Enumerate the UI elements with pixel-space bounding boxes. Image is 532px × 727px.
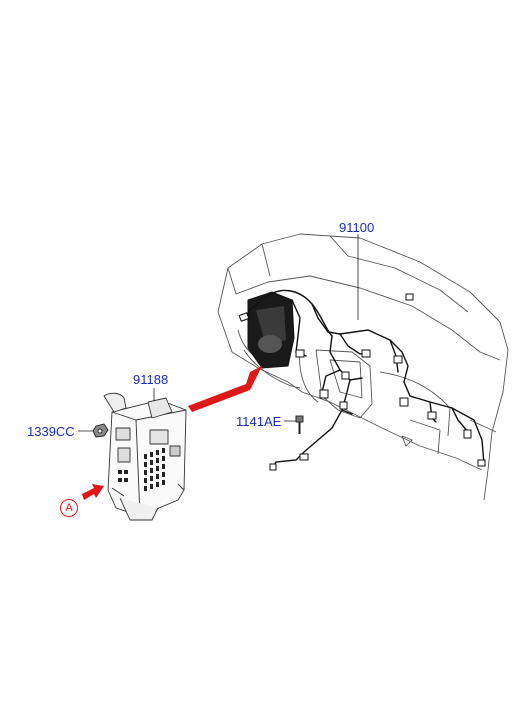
harness-connectors — [238, 293, 486, 471]
callout-1339cc: 1339CC — [27, 424, 75, 439]
callout-91100: 91100 — [339, 220, 375, 235]
view-arrow — [82, 484, 104, 500]
callout-1141ae: 1141AE — [236, 414, 282, 429]
location-pointer-arrow — [188, 366, 262, 412]
nut-part — [92, 423, 109, 438]
main-wiring-harness — [243, 289, 485, 469]
cluster-module — [247, 291, 295, 369]
reference-marker-a: A — [60, 499, 78, 517]
bolt-part — [295, 415, 304, 434]
fuse-grid — [118, 448, 165, 491]
callout-91188: 91188 — [133, 372, 169, 387]
